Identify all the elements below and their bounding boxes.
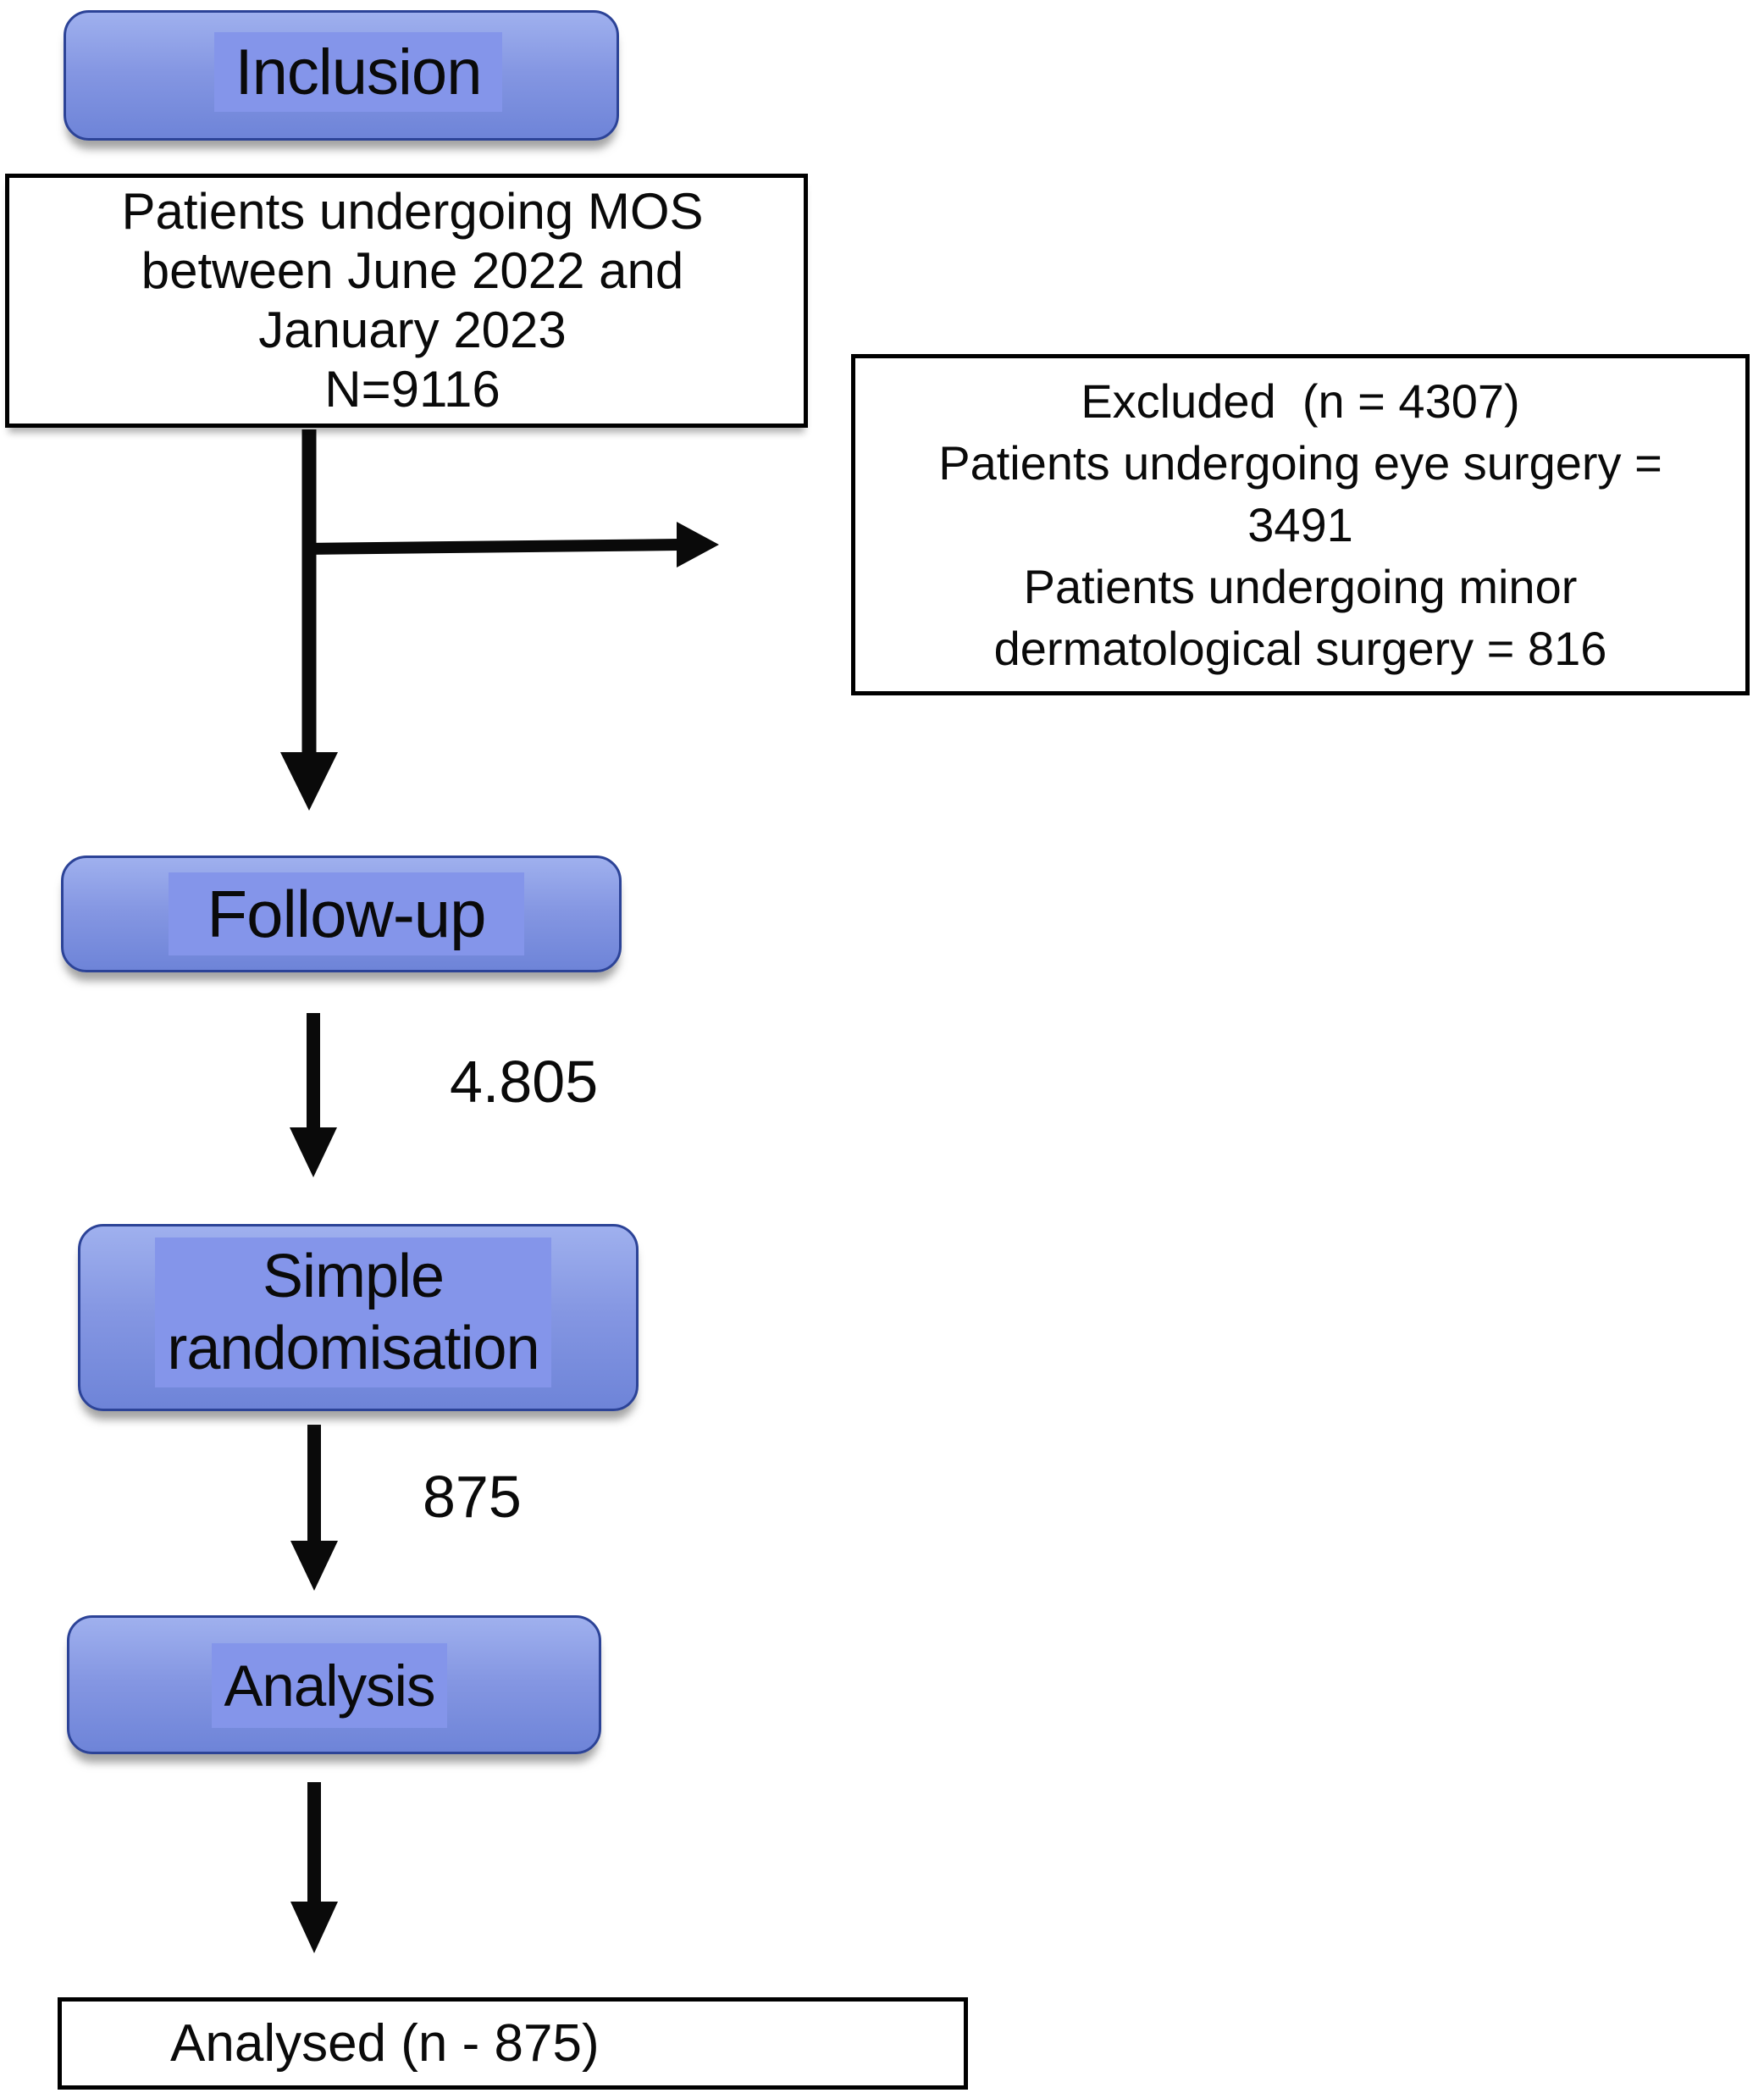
excluded-box: Excluded (n = 4307) Patients undergoing … — [851, 354, 1750, 695]
box-line: dermatological surgery = 816 — [993, 622, 1607, 675]
arrow-randomisation-to-analysis — [290, 1425, 338, 1591]
stage-label-followup: Follow-up — [207, 876, 486, 951]
stage-label-inclusion: Inclusion — [235, 36, 483, 108]
text-highlight: Inclusion — [214, 32, 502, 112]
stage-button-analysis: Analysis — [67, 1615, 601, 1754]
box-line: between June 2022 and — [141, 242, 684, 299]
stage-label-analysis: Analysis — [224, 1653, 436, 1719]
text-highlight: Analysis — [212, 1643, 447, 1728]
stage-label-line2: randomisation — [167, 1314, 539, 1382]
text-highlight: Follow-up — [169, 872, 524, 955]
box-line: N=9116 — [324, 361, 500, 418]
box-line: 3491 — [1247, 498, 1353, 551]
box-line: January 2023 — [258, 302, 567, 358]
box-line: Patients undergoing MOS — [121, 183, 704, 240]
arrow-count-label-randomisation: 875 — [423, 1464, 522, 1530]
analysed-box: Analysed (n - 875) — [58, 1997, 968, 2090]
stage-button-followup: Follow-up — [61, 855, 622, 972]
arrow-count-label-followup: 4.805 — [450, 1049, 599, 1115]
arrow-analysis-to-analysed — [290, 1782, 338, 1953]
stage-button-inclusion: Inclusion — [64, 10, 619, 141]
patients-box: Patients undergoing MOS between June 202… — [5, 174, 808, 428]
arrow-followup-to-randomisation — [290, 1013, 337, 1177]
box-line: Analysed (n - 875) — [170, 2014, 600, 2073]
stage-label-line1: Simple — [262, 1242, 445, 1310]
arrow-patients-to-followup — [280, 429, 338, 811]
box-line: Patients undergoing eye surgery = — [938, 436, 1662, 490]
arrow-branch-to-excluded — [301, 522, 719, 568]
box-line: Patients undergoing minor — [1023, 560, 1578, 613]
box-line: Excluded (n = 4307) — [1081, 374, 1520, 428]
